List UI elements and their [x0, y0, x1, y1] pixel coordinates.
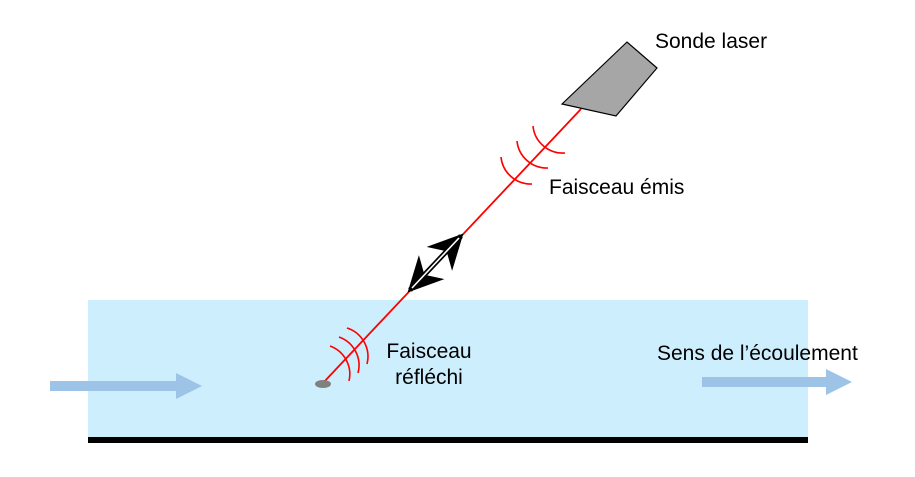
laser-probe: [560, 41, 658, 117]
emitted-beam-label: Faisceau émis: [549, 176, 685, 199]
reflected-beam-label-line2: réfléchi: [395, 366, 463, 389]
reflected-beam-label: Faisceau réfléchi: [380, 339, 478, 391]
channel-bed: [88, 437, 808, 443]
double-arrow-icon: [407, 233, 464, 293]
reflection-particle: [315, 380, 331, 388]
probe-label: Sonde laser: [655, 30, 768, 53]
water-body: [88, 300, 808, 440]
reflected-waves-icon: [329, 327, 369, 382]
flow-arrow-left: [50, 373, 202, 399]
emitted-waves-icon: [500, 125, 566, 185]
flow-arrow-right: [702, 369, 852, 395]
reflected-beam-label-line1: Faisceau: [386, 340, 472, 363]
flow-direction-label: Sens de l’écoulement: [657, 342, 858, 365]
